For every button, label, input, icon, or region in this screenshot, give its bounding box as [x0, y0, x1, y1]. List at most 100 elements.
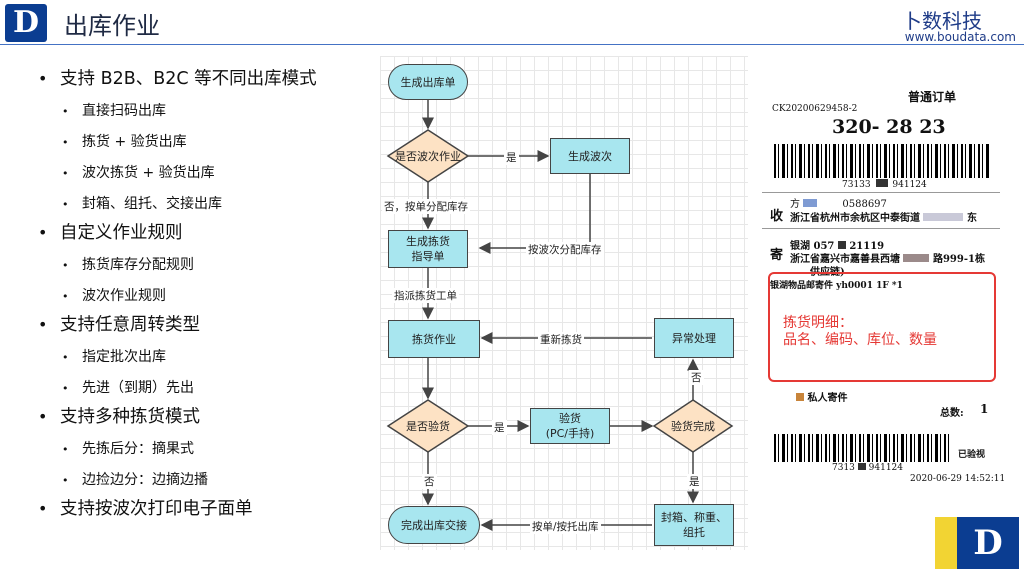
node-label: 验货	[559, 412, 581, 425]
node-is-check-label: 是否验货	[388, 414, 468, 438]
node-label: 生成出库单	[400, 75, 456, 89]
sender-phone: 21119	[849, 241, 885, 252]
node-create-order: 生成出库单	[388, 64, 468, 100]
edge-label-no-alloc: 否，按单分配库存	[382, 199, 470, 214]
bullet-l2: 先拣后分：摘果式	[38, 434, 317, 465]
checked-stamp: 已验视	[958, 450, 986, 460]
feature-list: 支持 B2B、B2C 等不同出库模式 直接扫码出库 拣货 + 验货出库 波次拣货…	[38, 66, 317, 526]
corner-logo: D	[935, 517, 1019, 569]
bullet-l2: 波次拣货 + 验货出库	[38, 158, 317, 189]
edge-label-yes: 是	[492, 420, 507, 435]
picking-detail-highlight	[768, 272, 996, 382]
barcode	[774, 144, 990, 178]
barcode-prefix: 7313	[832, 463, 855, 473]
node-label: 完成出库交接	[401, 518, 467, 532]
edge-label-assign: 指派拣货工单	[392, 288, 459, 303]
brand-url: www.boudata.com	[904, 30, 1016, 44]
outbound-flowchart: 生成出库单 是否波次作业 生成波次 生成拣货 指导单 拣货作业 异常处理 是否验…	[380, 56, 748, 550]
node-label: 是否验货	[406, 419, 450, 433]
receiver-phone: 0588697	[842, 199, 887, 210]
sender-address-line: 浙江省嘉兴市嘉善县西塘 路999-1栋	[790, 250, 985, 265]
node-pick-guide: 生成拣货 指导单	[388, 230, 468, 268]
picking-detail-callout: 拣货明细： 品名、编码、库位、数量	[783, 315, 937, 349]
node-label: 封箱、称重、	[661, 511, 727, 524]
sender-label: 寄	[770, 248, 784, 263]
edge-label-wave-alloc: 按波次分配库存	[526, 242, 604, 257]
node-label: 验货完成	[671, 419, 715, 433]
private-send: 私人寄件	[807, 393, 848, 404]
order-type: 普通订单	[908, 90, 957, 104]
bullet-l1: 支持按波次打印电子面单	[38, 496, 317, 526]
redaction	[857, 463, 866, 470]
receiver-line: 方 0588697	[790, 195, 887, 210]
receiver-address: 浙江省杭州市余杭区中泰街道	[790, 213, 920, 224]
bullet-l2: 封箱、组托、交接出库	[38, 189, 317, 220]
slip-divider	[762, 192, 1000, 193]
bullet-l2: 指定批次出库	[38, 342, 317, 373]
logo-letter: D	[12, 5, 39, 40]
bullet-l2: 拣货 + 验货出库	[38, 127, 317, 158]
barcode	[774, 434, 950, 462]
node-exception: 异常处理	[654, 318, 734, 358]
bullet-l2: 边捡边分：边摘边播	[38, 465, 317, 496]
edge-label-yes: 是	[687, 474, 702, 489]
node-label: 组托	[683, 526, 705, 539]
corner-logo-letter: D	[973, 523, 1003, 563]
private-send-line: 私人寄件	[796, 389, 847, 404]
total-value: 1	[980, 402, 989, 416]
node-label: (PC/手持)	[545, 427, 595, 440]
callout-line: 拣货明细：	[783, 315, 853, 331]
node-label: 生成波次	[568, 149, 612, 163]
corner-logo-mark: D	[957, 517, 1019, 569]
bullet-l2: 先进（到期）先出	[38, 373, 317, 404]
node-check: 验货 (PC/手持)	[530, 408, 610, 444]
sender-address-2: 路999-1栋	[932, 254, 985, 265]
print-timestamp: 2020-06-29 14:52:11	[910, 474, 1006, 484]
redaction	[875, 179, 888, 187]
receiver-label: 收	[770, 209, 784, 224]
bullet-l2: 直接扫码出库	[38, 96, 317, 127]
edge-label-repick: 重新拣货	[538, 332, 584, 347]
node-label: 生成拣货	[406, 235, 450, 248]
node-boxing: 封箱、称重、 组托	[654, 504, 734, 546]
edge-label-no: 否	[422, 474, 437, 489]
slide-title: 出库作业	[64, 12, 160, 40]
receiver-name: 方	[790, 199, 800, 210]
brand-name: 卜数科技	[902, 9, 982, 33]
barcode-suffix: 941124	[892, 180, 927, 190]
node-check-done-label: 验货完成	[654, 414, 732, 438]
bullet-l2: 拣货库存分配规则	[38, 250, 317, 281]
redaction	[837, 241, 846, 249]
redaction	[803, 199, 818, 207]
item-line: 银湖物品邮寄件 yh0001 1F *1	[770, 281, 903, 291]
bullet-l1: 支持任意周转类型	[38, 312, 317, 342]
redaction	[796, 393, 804, 401]
bullet-l1: 支持多种拣货模式	[38, 404, 317, 434]
redaction	[903, 254, 930, 262]
shipping-label: 普通订单 CK20200629458-2 320- 28 23 73133 94…	[762, 82, 1005, 492]
bullet-l1: 支持 B2B、B2C 等不同出库模式	[38, 66, 317, 96]
redaction	[923, 213, 964, 221]
sort-code: 320- 28 23	[832, 116, 946, 138]
barcode-number: 7313 941124	[832, 463, 903, 473]
company-logo: D	[5, 4, 47, 42]
edge-label-by-order: 按单/按托出库	[530, 519, 601, 534]
node-label: 指导单	[411, 250, 445, 263]
node-picking: 拣货作业	[388, 320, 480, 358]
node-handover: 完成出库交接	[388, 506, 480, 544]
title-divider	[0, 44, 1024, 45]
barcode-number: 73133 941124	[842, 179, 927, 190]
bullet-l1: 自定义作业规则	[38, 220, 317, 250]
bullet-l2: 波次作业规则	[38, 281, 317, 312]
total-label: 总数:	[940, 408, 964, 419]
node-label: 拣货作业	[412, 332, 456, 346]
node-label: 是否波次作业	[395, 149, 461, 163]
node-is-wave-label: 是否波次作业	[388, 144, 468, 168]
slip-divider	[762, 228, 1000, 229]
sender-line: 银湖 057 21119	[790, 237, 884, 252]
node-create-wave: 生成波次	[550, 138, 630, 174]
sender-name: 银湖 057	[790, 241, 835, 252]
edge-label-yes: 是	[504, 150, 519, 165]
edge-label-no: 否	[689, 370, 704, 385]
barcode-prefix: 73133	[842, 180, 871, 190]
